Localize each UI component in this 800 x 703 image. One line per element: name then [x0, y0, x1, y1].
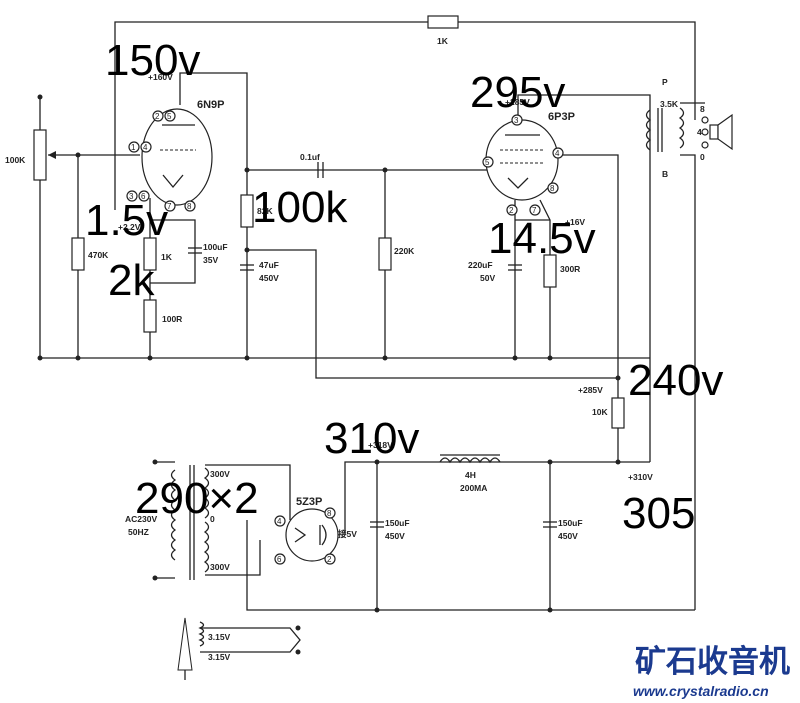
annotation-290x2: 290×2	[135, 474, 259, 523]
tubes	[141, 108, 559, 562]
tube-rect-label: 5Z3P	[296, 496, 322, 508]
pin-label: 5	[167, 112, 172, 121]
label-r-plate: 82K	[257, 206, 273, 216]
label-v-cathode1: +2.2V	[118, 222, 141, 232]
pin-label: 7	[532, 206, 537, 215]
label-heater1: 3.15V	[208, 632, 231, 642]
label-sec-top: 300V	[210, 469, 230, 479]
pin-label: 2	[509, 206, 514, 215]
label-out-p: P	[662, 77, 668, 87]
annotation-100k: 100k	[252, 183, 348, 232]
label-spk-8: 8	[700, 104, 705, 114]
pin-label: 8	[327, 509, 332, 518]
label-v-plate1: +160V	[148, 72, 173, 82]
annotation-14-5v: 14.5v	[488, 214, 596, 263]
annotation-240v: 240v	[628, 356, 723, 405]
pin-label: 6	[277, 555, 282, 564]
component-labels: 1K 100K 470K 1K 100uF 35V 100R 82K 0.1uf…	[5, 36, 705, 662]
label-cap-150a-v: 450V	[385, 531, 405, 541]
annotation-2k: 2k	[108, 256, 155, 305]
pin-label: 2	[327, 555, 332, 564]
label-r-cathode1: 1K	[161, 252, 173, 262]
label-v-310: +310V	[628, 472, 653, 482]
label-v-318: +318V	[368, 440, 393, 450]
label-spk-4: 4	[697, 127, 702, 137]
pin-numbers: 2 5 1 4 3 6 7 8 3 5 4 8 2 7 4 6 8 2	[126, 110, 564, 565]
tube-power-label: 6P3P	[548, 111, 575, 123]
label-v-plate2: +285V	[505, 97, 530, 107]
pin-label: 8	[187, 202, 192, 211]
label-r-grid: 470K	[88, 250, 109, 260]
pin-label: 3	[514, 116, 519, 125]
label-sec-bot: 300V	[210, 562, 230, 572]
pin-label: 3	[129, 192, 134, 201]
components	[33, 15, 733, 671]
pin-label: 8	[550, 184, 555, 193]
label-primary-v: AC230V	[125, 514, 157, 524]
watermark-url: www.crystalradio.cn	[633, 683, 769, 699]
label-spk-0: 0	[700, 152, 705, 162]
voltage-annotations: 150v 295v 1.5v 100k 2k 14.5v 240v 310v 2…	[85, 36, 723, 538]
annotation-305: 305	[622, 489, 695, 538]
label-cap-filter1: 47uF	[259, 260, 279, 270]
pin-label: 4	[277, 517, 282, 526]
pin-label: 4	[555, 149, 560, 158]
pin-label: 5	[485, 158, 490, 167]
label-r-cathode2: 100R	[162, 314, 182, 324]
label-r-10k: 10K	[592, 407, 608, 417]
label-out-imp: 3.5K	[660, 99, 679, 109]
pin-label: 6	[141, 192, 146, 201]
watermark-name: 矿石收音机	[635, 644, 790, 680]
label-cap-filter1-v: 450V	[259, 273, 279, 283]
label-out-b: B	[662, 169, 668, 179]
label-cap-cathode1-v: 35V	[203, 255, 218, 265]
annotation-1-5v: 1.5v	[85, 196, 168, 245]
label-v-285: +285V	[578, 385, 603, 395]
label-fil-5v: 接5V	[338, 529, 357, 539]
junctions	[37, 94, 621, 655]
label-cap-150a: 150uF	[385, 518, 410, 528]
pin-label: 4	[143, 143, 148, 152]
label-r-grid2: 220K	[394, 246, 415, 256]
label-cap-cathode1: 100uF	[203, 242, 228, 252]
label-sec-mid: 0	[210, 514, 215, 524]
annotation-310v: 310v	[324, 414, 419, 463]
wires	[39, 21, 705, 680]
label-choke-ma: 200MA	[460, 483, 487, 493]
pin-label: 2	[155, 112, 160, 121]
label-cap-150b: 150uF	[558, 518, 583, 528]
label-pot: 100K	[5, 155, 26, 165]
label-cap-cathode2-v: 50V	[480, 273, 495, 283]
watermark-logo: 矿石收音机 www.crystalradio.cn	[633, 644, 790, 699]
label-cap-150b-v: 450V	[558, 531, 578, 541]
label-r-cathode3: 300R	[560, 264, 580, 274]
label-heater2: 3.15V	[208, 652, 231, 662]
label-cap-cathode2: 220uF	[468, 260, 493, 270]
label-v-cathode2: +16V	[565, 217, 585, 227]
label-choke: 4H	[465, 470, 476, 480]
label-r-top: 1K	[437, 36, 449, 46]
label-cap-couple: 0.1uf	[300, 152, 320, 162]
pin-label: 7	[167, 202, 172, 211]
label-primary-hz: 50HZ	[128, 527, 149, 537]
tube-preamp-label: 6N9P	[197, 99, 225, 111]
pin-label: 1	[131, 143, 136, 152]
annotation-295v: 295v	[470, 68, 565, 117]
annotation-150v: 150v	[105, 36, 200, 85]
